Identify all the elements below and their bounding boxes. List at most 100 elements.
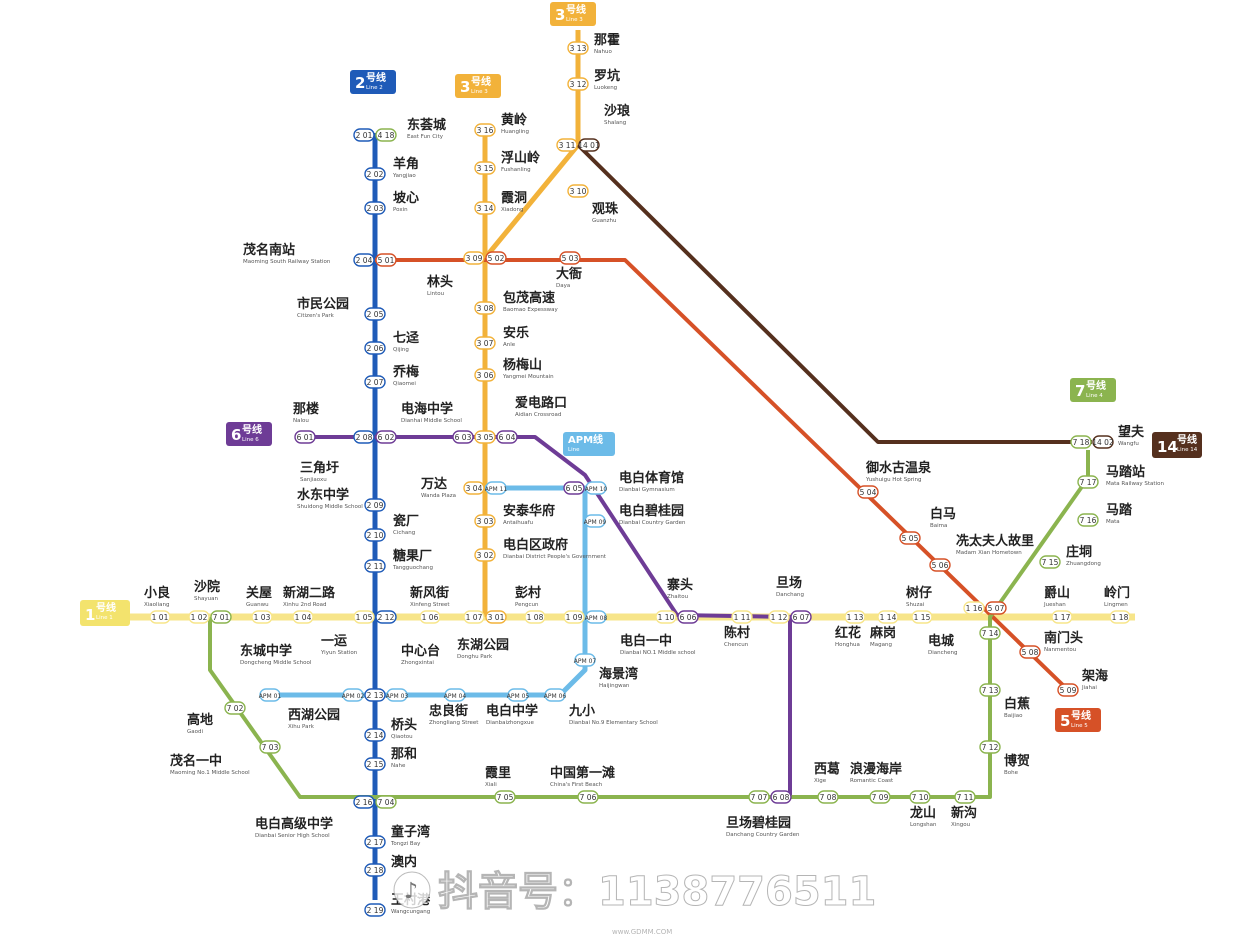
station-marker-jueshan[interactable]: 1 17 [1051, 610, 1073, 624]
station-marker-mata[interactable]: 7 16 [1077, 513, 1099, 527]
station-marker-yangjiao[interactable]: 2 02 [364, 167, 386, 181]
station-marker-biguiyuan[interactable]: APM 09 [584, 514, 607, 528]
station-marker-apm06[interactable]: APM 06 [544, 688, 567, 702]
station-marker-xinfengjie[interactable]: 1 06 [419, 610, 441, 624]
station-marker-guanwu[interactable]: 1 03 [251, 610, 273, 624]
station-marker-anle[interactable]: 3 07 [474, 336, 496, 350]
station-marker-apm04[interactable]: APM 04 [444, 688, 467, 702]
station-name-tongziwan: 童子湾 [391, 824, 430, 840]
station-marker-jiahai[interactable]: 5 09 [1057, 683, 1079, 697]
badge-label-en: Line 5 [1071, 723, 1088, 729]
station-name-en-shayuan: Shayuan [194, 596, 218, 602]
station-marker-luokeng[interactable]: 3 12 [567, 77, 589, 91]
station-marker-lingmen[interactable]: 1 18 [1109, 610, 1131, 624]
station-marker-matazhan[interactable]: 7 17 [1077, 475, 1099, 489]
station-marker-xingou[interactable]: 7 11 [954, 790, 976, 804]
station-name-en-lingmen: Lingmen [1104, 602, 1128, 608]
station-marker-xiadong[interactable]: 3 14 [474, 201, 496, 215]
station-marker-baomao[interactable]: 3 08 [474, 301, 496, 315]
station-marker-diyitan[interactable]: 7 06 [577, 790, 599, 804]
station-marker-bohe[interactable]: 7 12 [979, 740, 1001, 754]
station-marker-xiali[interactable]: 7 05 [494, 790, 516, 804]
station-name-en-wangfu: Wangfu [1118, 441, 1139, 447]
station-marker-qiaomei[interactable]: 2 07 [364, 375, 386, 389]
station-marker-shuidong[interactable]: 2 09 [364, 498, 386, 512]
station-marker-yangmeishan[interactable]: 3 06 [474, 368, 496, 382]
station-marker-daya[interactable]: 5 03 [559, 251, 581, 265]
station-marker-shuzai[interactable]: 1 15 [911, 610, 933, 624]
station-marker-dongcheng[interactable]: APM 01 [259, 688, 282, 702]
station-marker-c113[interactable]: 1 13 [844, 610, 866, 624]
station-marker-langman[interactable]: 7 09 [869, 790, 891, 804]
station-marker-xianfuren[interactable]: 5 06 [929, 558, 951, 572]
station-name-maomingyizhong: 茂名一中 [170, 753, 222, 769]
station-marker-yushuigu[interactable]: 5 04 [857, 485, 879, 499]
station-marker-tongziwan[interactable]: 2 17 [364, 835, 386, 849]
station-name-en-dongcheng: Dongcheng Middle School [240, 660, 312, 666]
station-marker-tangguo[interactable]: 2 11 [364, 559, 386, 573]
station-marker-gaodi[interactable]: 7 02 [224, 701, 246, 715]
station-marker-qijing[interactable]: 2 06 [364, 341, 386, 355]
station-marker-huangling[interactable]: 3 16 [474, 123, 496, 137]
station-marker-nahuo[interactable]: 3 13 [567, 41, 589, 55]
station-marker-maomingyizhong[interactable]: 7 03 [259, 740, 281, 754]
station-marker-xiaoliang[interactable]: 1 01 [149, 610, 171, 624]
station-marker-zhanei[interactable]: 2 18 [364, 863, 386, 877]
station-marker-wangcun[interactable]: 2 19 [364, 903, 386, 917]
station-marker-xige[interactable]: 7 08 [817, 790, 839, 804]
badge-label-en: Line 4 [1086, 393, 1103, 399]
station-marker-xinhu2[interactable]: 1 04 [292, 610, 314, 624]
station-marker-c114[interactable]: 1 14 [877, 610, 899, 624]
station-marker-longshan[interactable]: 7 10 [909, 790, 931, 804]
station-marker-zhengfu[interactable]: 3 02 [474, 548, 496, 562]
station-marker-nalou[interactable]: 6 01 [294, 430, 316, 444]
station-marker-poxin[interactable]: 2 03 [364, 201, 386, 215]
station-marker-nanmentou[interactable]: 5 08 [1019, 645, 1041, 659]
station-marker-shimin[interactable]: 2 05 [364, 307, 386, 321]
station-marker-guanzhu[interactable]: 3 10 [567, 184, 589, 198]
station-marker-cichang[interactable]: 2 10 [364, 528, 386, 542]
station-marker-zhuangdong[interactable]: 7 15 [1039, 555, 1061, 569]
station-marker-pengcun[interactable]: 1 08 [524, 610, 546, 624]
station-marker-haijingwan[interactable]: APM 07 [574, 653, 597, 667]
station-marker-s714[interactable]: 7 14 [979, 626, 1001, 640]
station-marker-baijiao[interactable]: 7 13 [979, 683, 1001, 697]
station-marker-nahe[interactable]: 2 15 [364, 757, 386, 771]
station-marker-anqin[interactable]: 3 03 [474, 514, 496, 528]
station-marker-qiaotou[interactable]: 2 14 [364, 728, 386, 742]
station-code: 3 02 [477, 551, 494, 560]
station-marker-apm05[interactable]: APM 05 [507, 688, 530, 702]
station-marker-fushanling[interactable]: 3 15 [474, 161, 496, 175]
station-marker-c111[interactable]: 1 11 [731, 610, 753, 624]
station-name-en-shalang: Shalang [604, 120, 626, 126]
station-marker-baima[interactable]: 5 05 [899, 531, 921, 545]
